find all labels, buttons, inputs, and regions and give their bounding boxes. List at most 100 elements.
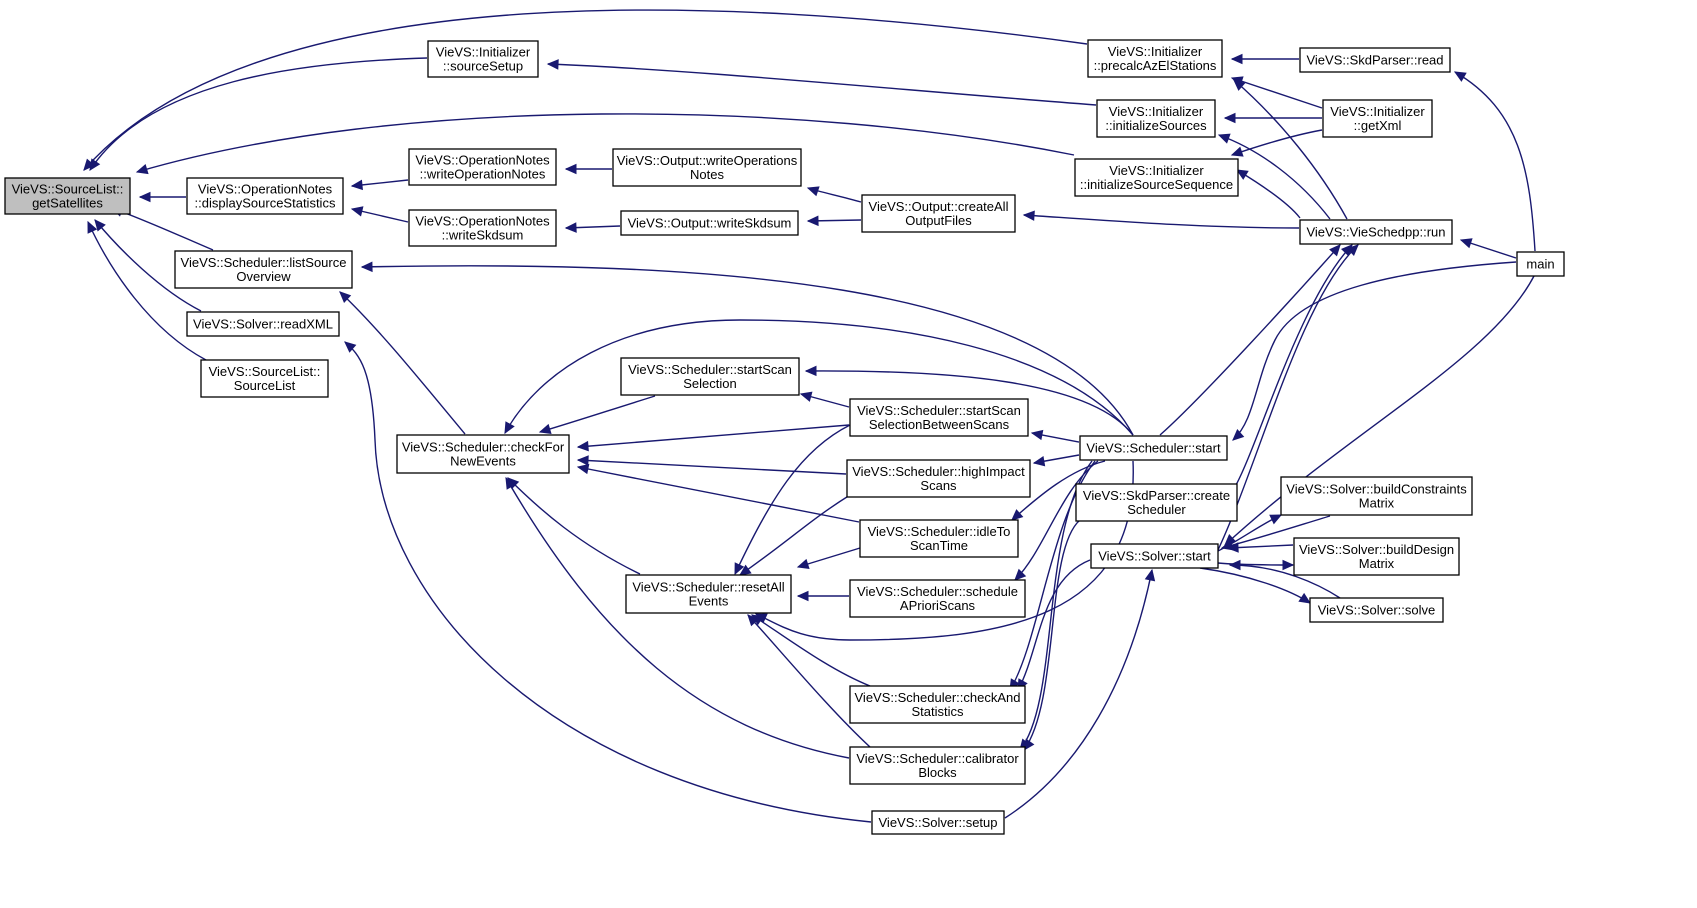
arrowhead-n17-to-n28 [1232, 428, 1245, 441]
graph-node-n20[interactable]: VieVS::Scheduler::startScanSelectionBetw… [849, 398, 1029, 437]
node-label: Overview [236, 269, 291, 284]
node-box [1090, 543, 1219, 569]
arrowhead-n20-to-n18 [576, 440, 589, 452]
edge-n4-to-n0 [94, 219, 202, 312]
arrowhead-n17-to-n16 [1459, 238, 1473, 249]
graph-node-n4[interactable]: VieVS::Solver::readXML [186, 311, 340, 337]
node-label: VieVS::Initializer [1109, 104, 1204, 119]
arrowhead-n27-to-n4 [344, 341, 357, 353]
node-label: ScanTime [910, 538, 968, 553]
edge-n21-to-n18 [577, 459, 847, 475]
arrowhead-n28-to-n18 [504, 421, 515, 435]
node-label: Selection [683, 376, 736, 391]
edge-n25-to-n23 [751, 614, 871, 687]
edge-n15-to-n13 [1231, 129, 1323, 156]
node-label: VieVS::Solver::setup [879, 815, 998, 830]
graph-node-n6[interactable]: VieVS::OperationNotes::writeOperationNot… [408, 148, 557, 186]
arrowhead-n15-to-n12 [1223, 112, 1236, 124]
graph-node-n17[interactable]: main [1516, 251, 1565, 277]
node-box [1309, 597, 1444, 623]
node-label: VieVS::Scheduler::highImpact [852, 464, 1025, 479]
node-box [427, 40, 539, 78]
node-label: SourceList [234, 378, 296, 393]
graph-node-n27[interactable]: VieVS::Solver::setup [871, 810, 1005, 835]
arrowhead-n26-to-n23 [747, 614, 760, 627]
arrowhead-n16-to-n11 [1233, 79, 1246, 91]
node-label: ::precalcAzElStations [1094, 58, 1217, 73]
graph-node-n16[interactable]: VieVS::VieSchedpp::run [1299, 219, 1453, 245]
graph-node-n9[interactable]: VieVS::Output::writeSkdsum [620, 210, 799, 236]
edge-n28-to-n19 [805, 370, 1134, 436]
graph-node-n13[interactable]: VieVS::Initializer::initializeSourceSequ… [1074, 158, 1239, 197]
edge-n17-to-n14 [1454, 71, 1536, 252]
node-label: ::sourceSetup [443, 59, 523, 74]
node-label: VieVS::Output::writeOperations [617, 153, 798, 168]
graph-node-n28[interactable]: VieVS::Scheduler::start [1079, 435, 1228, 461]
node-box [408, 209, 557, 247]
node-label: main [1526, 257, 1554, 272]
edge-n16-to-n10 [1023, 214, 1300, 229]
arrowhead-n13-to-n0 [135, 164, 149, 175]
edge-n30-to-n25 [1017, 559, 1091, 691]
arrowhead-n20-to-n19 [799, 391, 813, 402]
graph-node-n12[interactable]: VieVS::Initializer::initializeSources [1096, 99, 1216, 138]
node-label: VieVS::Scheduler::start [1086, 441, 1221, 456]
graph-node-n1[interactable]: VieVS::Initializer::sourceSetup [427, 40, 539, 78]
node-label: VieVS::Scheduler::checkAnd [855, 690, 1021, 705]
arrowhead-n33-to-n30 [1228, 559, 1241, 571]
nodes: VieVS::SourceList::getSatellites VieVS::I… [4, 39, 1565, 835]
node-box [1074, 158, 1239, 197]
arrowhead-n8-to-n6 [564, 163, 577, 175]
graph-node-n30[interactable]: VieVS::Solver::start [1090, 543, 1219, 569]
edge-n18-to-n3 [339, 291, 466, 435]
graph-node-n7[interactable]: VieVS::OperationNotes::writeSkdsum [408, 209, 557, 247]
arrowhead-n19-to-n18 [538, 423, 552, 434]
graph-node-n2[interactable]: VieVS::OperationNotes::displaySourceStat… [186, 177, 344, 215]
edge-n22-to-n18 [577, 466, 860, 523]
node-box [849, 685, 1026, 724]
node-box [174, 250, 353, 289]
arrowhead-n24-to-n23 [796, 590, 809, 602]
node-label: NewEvents [450, 454, 516, 469]
graph-node-n5[interactable]: VieVS::SourceList::SourceList [200, 359, 329, 398]
arrowhead-n16-to-n12 [1217, 133, 1231, 144]
node-label: ::writeOperationNotes [420, 167, 546, 182]
node-box [871, 810, 1005, 835]
node-label: VieVS::Scheduler::resetAll [632, 580, 784, 595]
node-label: getSatellites [32, 196, 103, 211]
graph-node-n15[interactable]: VieVS::Initializer::getXml [1322, 99, 1433, 138]
graph-node-n14[interactable]: VieVS::SkdParser::read [1299, 47, 1451, 73]
graph-node-n11[interactable]: VieVS::Initializer::precalcAzElStations [1087, 39, 1223, 78]
node-box [1075, 483, 1238, 522]
arrowhead-n28-to-n3 [360, 261, 373, 273]
node-box [1299, 219, 1453, 245]
graph-node-n0[interactable]: VieVS::SourceList::getSatellites [4, 177, 131, 215]
edge-n5-to-n0 [87, 221, 207, 361]
arrowhead-n28-to-n19 [804, 365, 817, 377]
node-label: VieVS::Solver::solve [1318, 603, 1436, 618]
node-label: ::writeSkdsum [442, 228, 524, 243]
arrowhead-n22-to-n18 [576, 463, 590, 475]
graph-node-n33[interactable]: VieVS::Solver::solve [1309, 597, 1444, 623]
edge-n23-to-n18 [507, 477, 641, 575]
arrowhead-n28-to-n21 [1032, 455, 1046, 467]
arrowhead-n2-to-n0 [138, 191, 151, 203]
edge-n29-to-n26 [1023, 519, 1081, 751]
arrowhead-n28-to-n16 [1329, 244, 1341, 257]
arrowhead-n15-to-n13 [1230, 146, 1244, 157]
